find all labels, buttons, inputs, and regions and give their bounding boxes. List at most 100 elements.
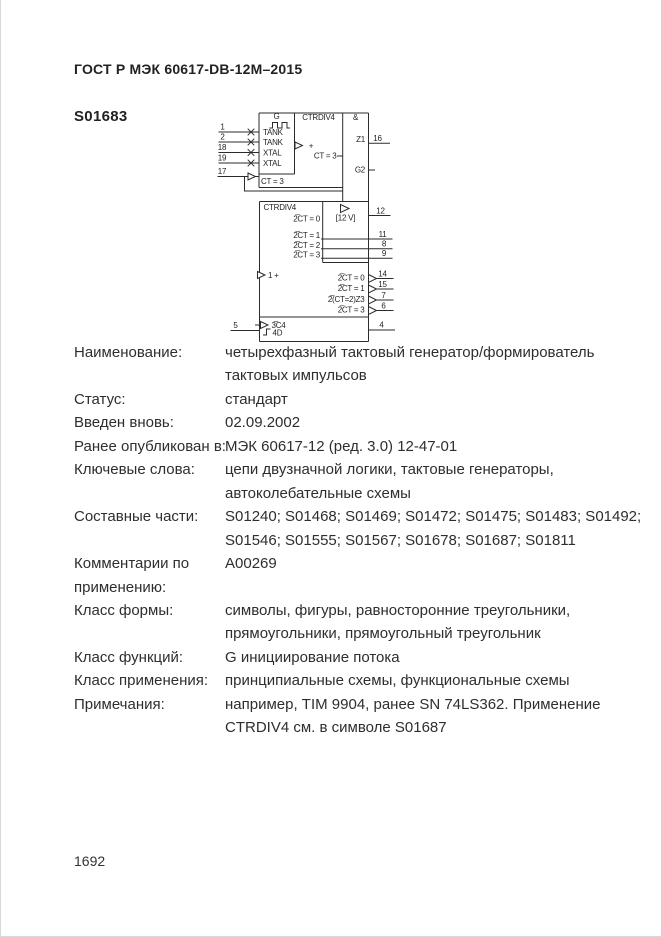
field-value-line: например, TIM 9904, ранее SN 74LS362. Пр…: [225, 695, 601, 713]
ct-mid-label: CT = 3: [314, 152, 337, 161]
pin-number: 11: [379, 230, 388, 239]
field-value-line: тактовых импульсов: [225, 367, 367, 385]
wires: [217, 131, 395, 331]
pin-number: 18: [218, 143, 227, 152]
field-row: Класс применения: принципиальные схемы, …: [74, 669, 594, 692]
dynamic-input-icon: [247, 172, 257, 181]
pin-number: 19: [218, 154, 227, 163]
pin-number: 9: [382, 249, 387, 258]
pin-number: 17: [218, 167, 227, 176]
field-row: Ранее опубликован в: МЭК 60617-12 (ред. …: [74, 435, 594, 458]
signal-label: 2̅CT = 3: [293, 251, 321, 260]
input-label: TANK: [263, 128, 284, 137]
pin-number: 1: [220, 123, 225, 132]
page-number: 1692: [74, 853, 106, 869]
g2-label: G2: [355, 166, 366, 175]
pin-number: 16: [373, 134, 382, 143]
field-row: Класс формы: символы, фигуры, равносторо…: [74, 599, 594, 646]
dynamic-input-icon: [257, 270, 267, 280]
clock-label: 1 +: [268, 271, 279, 280]
field-value-line: цепи двузначной логики, тактовые генерат…: [225, 461, 554, 479]
field-value-line: стандарт: [225, 390, 288, 408]
pin-number: 6: [381, 302, 386, 311]
signal-label: 2̅CT = 2: [293, 241, 321, 250]
pin-number: 5: [233, 321, 238, 330]
nonlogic-x-icon: [247, 128, 255, 167]
symbol-id: S01683: [74, 108, 128, 125]
field-value-line: символы, фигуры, равносторонние треуголь…: [225, 601, 571, 619]
plus-label: +: [309, 142, 314, 151]
pin-number: 12: [376, 207, 385, 216]
signal-label: 2̅CT = 3: [338, 306, 366, 315]
field-label: Комментарии по: [74, 555, 190, 573]
field-value-line: четырехфазный тактовый генератор/формиро…: [225, 344, 595, 361]
pin-number: 14: [378, 270, 387, 279]
input-label: XTAL: [263, 149, 282, 158]
signal-label: 2̅CT = 0: [338, 274, 366, 283]
field-value-line: A00269: [225, 555, 277, 573]
symbol-labels: G CTRDIV4 & 1 2 18 19 TANK TANK XTAL XTA…: [218, 112, 388, 338]
field-value-line: S01546; S01555; S01567; S01678; S01687; …: [225, 531, 576, 549]
field-label: Составные части:: [74, 508, 199, 526]
d-label: 4D: [273, 329, 283, 338]
field-label: Статус:: [74, 390, 126, 408]
field-value-line: МЭК 60617-12 (ред. 3.0) 12-47-01: [225, 437, 458, 455]
dynamic-input-icon: [260, 320, 270, 330]
counter-label-bottom: CTRDIV4: [264, 203, 297, 212]
field-row: Комментарии по применению: A00269: [74, 552, 594, 599]
input-label: XTAL: [263, 159, 282, 168]
field-label: Класс применения:: [74, 672, 209, 690]
field-value-line: автоколебательные схемы: [225, 484, 411, 502]
box-outline: [258, 112, 369, 342]
standard-header: ГОСТ Р МЭК 60617-DB-12M–2015: [74, 61, 303, 77]
field-row: Статус: стандарт: [74, 388, 594, 411]
pin-number: 7: [381, 291, 386, 300]
field-value-line: S01240; S01468; S01469; S01472; S01475; …: [225, 508, 642, 526]
field-label: Класс функций:: [74, 648, 184, 666]
amplified-output-icon: [368, 295, 378, 305]
signal-label: 2̅CT = 1: [293, 231, 321, 240]
field-row: Класс функций: G инициирование потока: [74, 646, 594, 669]
field-value-line: принципиальные схемы, функциональные схе…: [225, 672, 570, 690]
field-label: Введен вновь:: [74, 414, 174, 432]
driver-triangle-icon: [340, 203, 351, 214]
field-value-line: прямоугольники, прямоугольный треугольни…: [225, 625, 541, 643]
voltage-label: [12 V]: [336, 214, 355, 223]
metadata-table: Наименование: четырехфазный тактовый ген…: [74, 341, 641, 740]
pin-number: 4: [379, 321, 384, 330]
dynamic-input-icon: [294, 141, 304, 150]
z1-label: Z1: [356, 135, 366, 144]
generator-label: G: [274, 112, 280, 121]
signal-label: 2̅CT = 1: [338, 284, 366, 293]
field-label: Ранее опубликован в:: [74, 437, 226, 455]
field-label: Наименование:: [74, 344, 183, 361]
amplified-output-icon: [368, 305, 378, 316]
field-label: Класс формы:: [74, 601, 174, 619]
amplified-output-icon: [368, 284, 378, 294]
c4-label: 3̅C4: [272, 321, 287, 330]
symbol-outlines: [217, 112, 395, 342]
signal-label: 2̅CT = 0: [293, 215, 321, 224]
field-value-line: 02.09.2002: [225, 414, 301, 432]
field-row: Наименование: четырехфазный тактовый ген…: [74, 341, 594, 388]
amplified-output-icon: [368, 273, 378, 284]
and-label: &: [353, 113, 359, 122]
field-label: применению:: [74, 578, 167, 596]
pin-number: 8: [382, 240, 387, 249]
field-row: Ключевые слова: цепи двузначной логики, …: [74, 458, 594, 505]
field-label: Ключевые слова:: [74, 461, 195, 479]
edge-symbol-icon: [263, 328, 271, 336]
pin-number: 2: [220, 133, 225, 142]
field-value-line: G инициирование потока: [225, 648, 400, 666]
signal-label: 2̅(CT=2)Z3: [328, 295, 365, 304]
counter-label-top: CTRDIV4: [302, 113, 335, 122]
input-label: TANK: [263, 138, 284, 147]
field-row: Составные части: S01240; S01468; S01469;…: [74, 505, 641, 552]
field-value-line: CTRDIV4 см. в символе S01687: [225, 719, 447, 737]
field-row: Введен вновь: 02.09.2002: [74, 411, 594, 434]
ct-input-label: CT = 3: [261, 177, 284, 186]
pin-number: 15: [378, 280, 387, 289]
pulse-waveform-icon: [269, 122, 290, 129]
